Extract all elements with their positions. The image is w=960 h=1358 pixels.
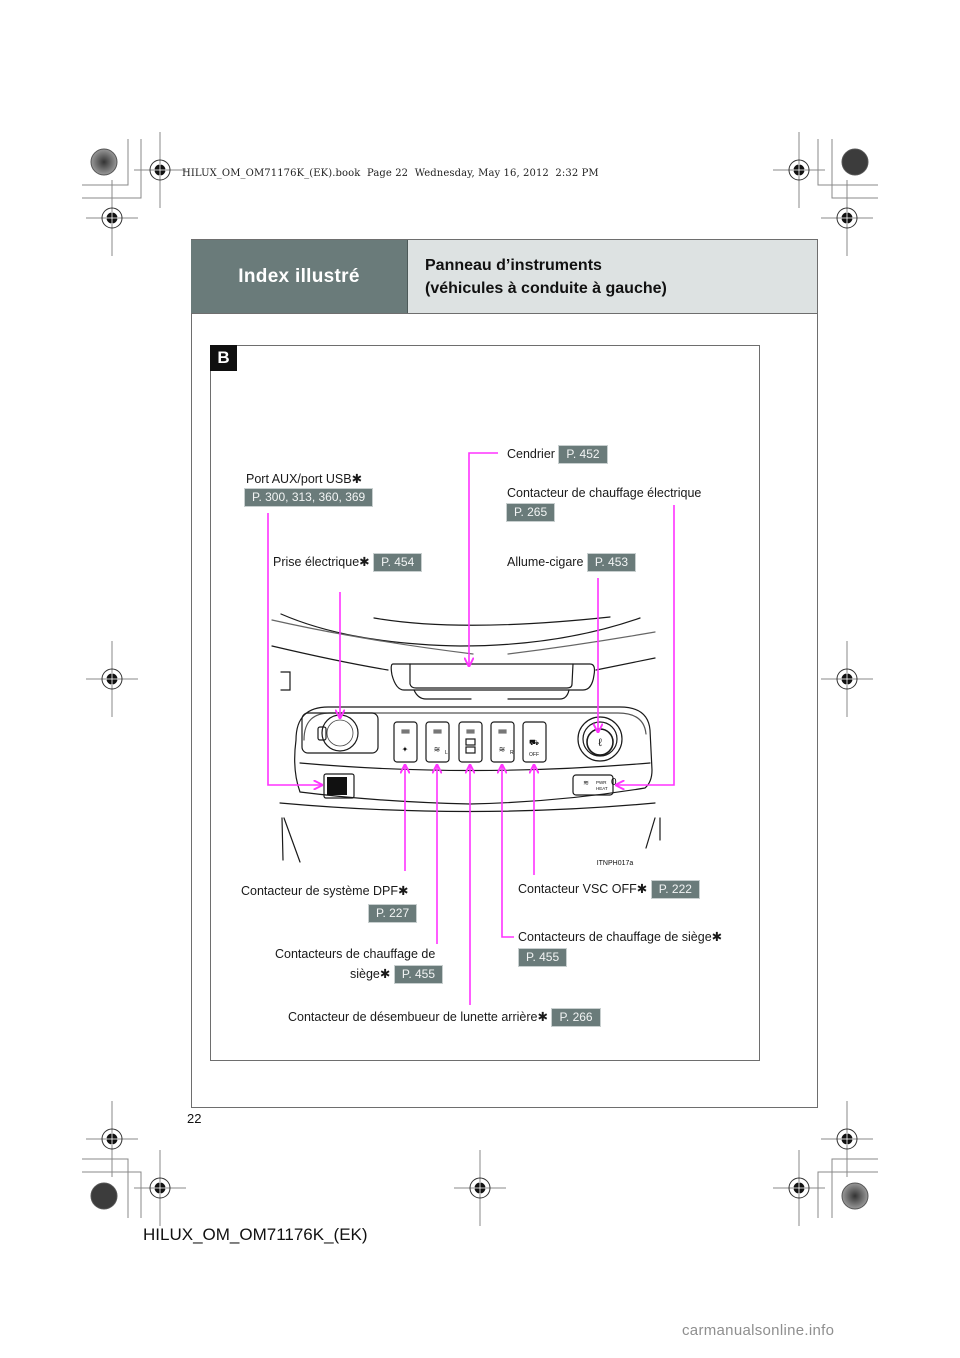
callout-label: Contacteur de désembueur de lunette arri… bbox=[288, 1010, 538, 1024]
callout-dpf: Contacteur de système DPF✱ bbox=[241, 883, 409, 899]
pwr-label: PWR bbox=[596, 780, 607, 785]
switch-vsc-off bbox=[522, 721, 547, 763]
page-ref-link[interactable]: P. 222 bbox=[650, 880, 700, 899]
vsc-car-icon: ⛟ bbox=[529, 738, 539, 747]
leader-chauffage-electrique bbox=[616, 505, 675, 785]
callout-siege-gauche-line1: Contacteurs de chauffage de bbox=[275, 947, 436, 961]
page-frame bbox=[191, 239, 818, 1108]
aux-usb-port bbox=[323, 773, 355, 799]
figure-frame bbox=[210, 345, 760, 1061]
vent-outline bbox=[280, 671, 291, 691]
switch-dpf bbox=[393, 721, 418, 763]
callout-siege-gauche-line2: siège✱ P. 455 bbox=[350, 965, 444, 984]
callout-allume-cigare: Allume-cigare P. 453 bbox=[507, 553, 637, 572]
callout-label: siège bbox=[350, 967, 380, 981]
asterisk-icon: ✱ bbox=[351, 472, 363, 486]
asterisk-icon: ✱ bbox=[711, 930, 723, 944]
dpf-icon: ✦ bbox=[402, 745, 409, 754]
leader-cendrier bbox=[469, 452, 498, 666]
seat-heater-icon: ≋ bbox=[434, 745, 441, 754]
page-ref-link[interactable]: P. 227 bbox=[368, 904, 418, 923]
page-ref-link[interactable]: P. 300, 313, 360, 369 bbox=[244, 488, 374, 507]
asterisk-icon: ✱ bbox=[537, 1010, 548, 1024]
leader-siege-droit bbox=[502, 765, 514, 938]
switch-label-l: L bbox=[445, 750, 448, 756]
console-lower-edge bbox=[279, 802, 656, 813]
starburst-mark-icon bbox=[90, 148, 118, 176]
heat-label: HEAT bbox=[596, 786, 608, 791]
section-header: Index illustré bbox=[191, 240, 408, 313]
dash-curve-line bbox=[271, 619, 474, 655]
callout-cendrier: Cendrier P. 452 bbox=[507, 445, 608, 464]
figure-badge: B bbox=[210, 345, 237, 371]
header-divider bbox=[191, 313, 818, 314]
callout-label: Contacteurs de chauffage de siège bbox=[518, 930, 712, 944]
starburst-mark-icon bbox=[90, 1182, 118, 1210]
page-ref-link[interactable]: P. 453 bbox=[586, 553, 637, 572]
page-title-line2: (véhicules à conduite à gauche) bbox=[425, 279, 667, 297]
callout-label: Port AUX/port USB bbox=[246, 472, 352, 486]
callout-label: Contacteur VSC OFF bbox=[518, 882, 637, 896]
page-ref-link[interactable]: P. 455 bbox=[393, 965, 444, 984]
switch-rear-defogger bbox=[458, 721, 483, 763]
dash-curve-line bbox=[280, 613, 641, 647]
switch-label-off: OFF bbox=[529, 752, 539, 758]
callout-chauffage-electrique: Contacteur de chauffage électrique bbox=[507, 486, 702, 500]
asterisk-icon: ✱ bbox=[398, 884, 409, 898]
callout-aux-usb: Port AUX/port USB✱ bbox=[246, 471, 362, 487]
dash-curve-line bbox=[595, 657, 656, 671]
dash-curve-line bbox=[271, 645, 389, 671]
dash-curve-line bbox=[373, 616, 611, 626]
callout-siege-droit: Contacteurs de chauffage de siège✱ bbox=[518, 929, 722, 945]
leader-aux-usb bbox=[267, 513, 322, 785]
trim-line bbox=[281, 817, 301, 863]
section-title: Index illustré bbox=[238, 265, 360, 287]
outlet-hinge bbox=[317, 726, 327, 741]
page-ref-link[interactable]: P. 455 bbox=[518, 948, 568, 967]
switch-label-r: R bbox=[510, 750, 514, 756]
callout-label: Prise électrique bbox=[273, 555, 360, 569]
trim-line bbox=[645, 817, 661, 849]
watermark[interactable]: carmanualsonline.info bbox=[682, 1322, 835, 1339]
asterisk-icon: ✱ bbox=[379, 967, 391, 981]
ashtray-lid bbox=[409, 663, 574, 689]
callout-label: Contacteur de système DPF bbox=[241, 884, 399, 898]
starburst-mark-icon bbox=[841, 148, 869, 176]
console-inner-edge bbox=[303, 712, 647, 741]
callout-label: Allume-cigare bbox=[507, 555, 584, 569]
page-title-line1: Panneau d’instruments bbox=[425, 256, 602, 274]
switch-seat-heater-right bbox=[490, 721, 515, 763]
starburst-mark-icon bbox=[841, 1182, 869, 1210]
ashtray-outline bbox=[390, 663, 596, 691]
indicator-icon: 0 bbox=[611, 777, 617, 788]
asterisk-icon: ✱ bbox=[359, 555, 370, 569]
page-ref-link[interactable]: P. 265 bbox=[506, 503, 556, 522]
cigarette-lighter bbox=[577, 716, 623, 762]
page-title: Panneau d’instruments (véhicules à condu… bbox=[408, 240, 817, 313]
seat-heater-icon: ≋ bbox=[499, 745, 506, 754]
page-ref-link[interactable]: P. 266 bbox=[551, 1008, 601, 1027]
callout-desembueur: Contacteur de désembueur de lunette arri… bbox=[288, 1008, 601, 1027]
print-info-line: HILUX_OM_OM71176K_(EK).book Page 22 Wedn… bbox=[182, 168, 599, 179]
callout-label: Cendrier bbox=[507, 447, 555, 461]
heater-waves-icon: ≋ bbox=[583, 780, 589, 787]
page-ref-link[interactable]: P. 452 bbox=[558, 445, 608, 464]
ashtray-lower bbox=[413, 689, 570, 700]
dash-curve-line bbox=[507, 631, 656, 655]
figure-code: ITNPH017a bbox=[597, 860, 634, 867]
page-number: 22 bbox=[187, 1111, 202, 1126]
lighter-icon: ℓ bbox=[598, 737, 602, 749]
asterisk-icon: ✱ bbox=[636, 882, 648, 896]
callout-prise-electrique: Prise électrique✱ P. 454 bbox=[273, 553, 423, 572]
document-code: HILUX_OM_OM71176K_(EK) bbox=[143, 1225, 368, 1244]
callout-vsc-off: Contacteur VSC OFF✱ P. 222 bbox=[518, 880, 700, 899]
pwr-heat-switch bbox=[572, 774, 614, 796]
page-ref-link[interactable]: P. 454 bbox=[373, 553, 423, 572]
switch-seat-heater-left bbox=[425, 721, 450, 763]
